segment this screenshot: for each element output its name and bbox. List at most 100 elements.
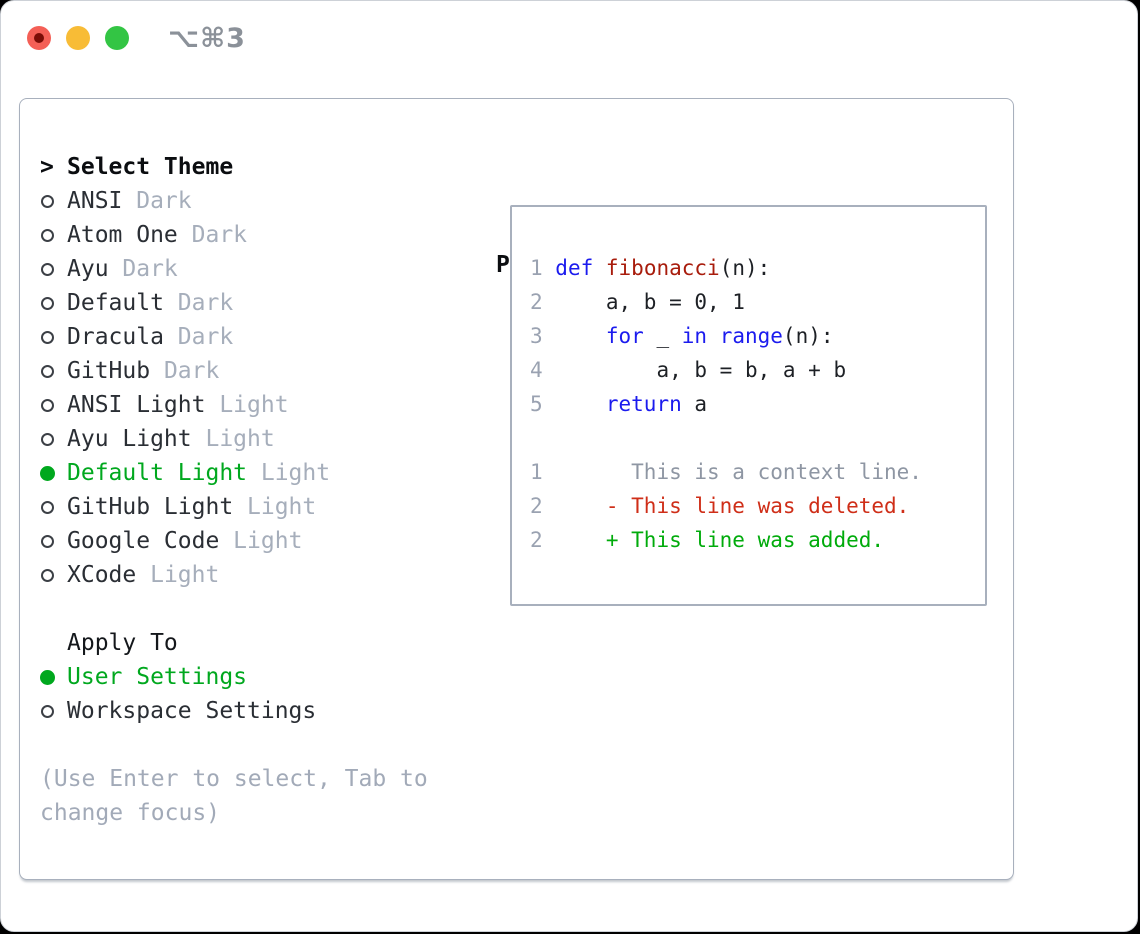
code-token: range [719, 324, 783, 348]
close-button-icon[interactable] [27, 26, 51, 50]
code-token [555, 324, 606, 348]
code-token: for [605, 324, 644, 348]
theme-name: Google Code [67, 528, 220, 554]
code-token: return [605, 392, 682, 416]
radio-icon [41, 568, 54, 582]
code-token: in [681, 324, 708, 348]
select-theme-header: > Select Theme [40, 150, 428, 184]
apply-option-label: Workspace Settings [67, 698, 317, 724]
theme-option[interactable]: GitHub Light Light [40, 490, 428, 524]
theme-variant: Dark [163, 324, 234, 350]
code-token: _ [643, 324, 682, 348]
theme-variant: Dark [150, 358, 220, 384]
code-preview: 1 def fibonacci(n): 2 a, b = 0, 1 3 for … [512, 207, 985, 557]
apply-option-label: User Settings [67, 664, 248, 690]
apply-to-header: Apply To [40, 626, 428, 660]
theme-variant: Light [205, 392, 289, 418]
code-token: def [555, 256, 594, 280]
radio-icon [41, 534, 54, 548]
code-token: 2 [530, 290, 556, 314]
code-token: 2 [530, 528, 556, 552]
theme-name: XCode [67, 562, 137, 588]
theme-option[interactable]: Ayu Light Light [40, 422, 428, 456]
theme-name: Ayu Light [67, 426, 192, 452]
theme-option[interactable]: ANSI Light Light [40, 388, 428, 422]
code-token: - This line was deleted. [555, 494, 910, 518]
apply-option[interactable]: Workspace Settings [40, 694, 428, 728]
code-token: + This line was added. [555, 528, 885, 552]
radio-icon [41, 262, 54, 276]
code-token [593, 256, 606, 280]
theme-name: Ayu [67, 256, 109, 282]
theme-name: GitHub Light [67, 494, 234, 520]
radio-icon [41, 364, 54, 378]
code-token [707, 324, 720, 348]
theme-name: ANSI [67, 188, 123, 214]
theme-variant: Dark [163, 290, 234, 316]
theme-name: Dracula [67, 324, 164, 350]
spacer-row [40, 728, 428, 762]
hint-text: change focus) [40, 800, 221, 826]
radio-icon [41, 398, 54, 412]
theme-variant: Light [191, 426, 275, 452]
theme-option[interactable]: Google Code Light [40, 524, 428, 558]
theme-name: Default Light [67, 460, 248, 486]
theme-variant: Dark [108, 256, 178, 282]
theme-variant: Light [219, 528, 303, 554]
theme-variant: Light [136, 562, 220, 588]
theme-option[interactable]: XCode Light [40, 558, 428, 592]
code-token: 1 [530, 256, 556, 280]
cursor-icon: > [40, 153, 54, 180]
zoom-button-icon[interactable] [105, 26, 129, 50]
radio-icon [41, 296, 54, 310]
code-token: 1 [530, 460, 556, 484]
theme-option[interactable]: Dracula Dark [40, 320, 428, 354]
spacer-row [40, 592, 428, 626]
cursor-icon: > [40, 153, 67, 180]
code-token: This is a context line. [555, 460, 922, 484]
code-token: fibonacci [605, 256, 720, 280]
theme-option[interactable]: GitHub Dark [40, 354, 428, 388]
theme-variant: Light [247, 460, 331, 486]
theme-option[interactable]: Default Light Light [40, 456, 428, 490]
code-token: a [681, 392, 708, 416]
minimize-button-icon[interactable] [66, 26, 90, 50]
code-token: a, b = 0, 1 [555, 290, 745, 314]
radio-icon [41, 432, 54, 446]
code-token: 2 [530, 494, 556, 518]
radio-icon [41, 330, 54, 344]
window-shortcut: ⌥⌘3 [168, 23, 246, 54]
radio-icon [41, 228, 54, 242]
preview-box: 1 def fibonacci(n): 2 a, b = 0, 1 3 for … [510, 205, 987, 606]
theme-name: Default [67, 290, 164, 316]
apply-option[interactable]: User Settings [40, 660, 428, 694]
select-theme-header-label: Select Theme [67, 154, 234, 180]
theme-option[interactable]: Atom One Dark [40, 218, 428, 252]
code-token: 3 [530, 324, 556, 348]
radio-icon [41, 704, 54, 718]
title-bar: ⌥⌘3 [1, 1, 1137, 77]
theme-variant: Light [233, 494, 317, 520]
hint-text: (Use Enter to select, Tab to [40, 766, 428, 792]
theme-option[interactable]: Ayu Dark [40, 252, 428, 286]
theme-name: ANSI Light [67, 392, 206, 418]
code-token: 5 [530, 392, 556, 416]
radio-icon [41, 194, 54, 208]
theme-variant: Dark [122, 188, 192, 214]
theme-option[interactable]: Default Dark [40, 286, 428, 320]
radio-icon [40, 669, 55, 685]
theme-name: GitHub [67, 358, 151, 384]
radio-icon [41, 500, 54, 514]
code-token: a, b = b, a + b [555, 358, 847, 382]
code-token: 4 [530, 358, 556, 382]
code-token [555, 392, 606, 416]
apply-to-header-label: Apply To [67, 630, 178, 656]
code-token: (n): [782, 324, 834, 348]
radio-icon [40, 465, 55, 481]
code-token: (n): [719, 256, 771, 280]
theme-variant: Dark [177, 222, 248, 248]
theme-option[interactable]: ANSI Dark [40, 184, 428, 218]
